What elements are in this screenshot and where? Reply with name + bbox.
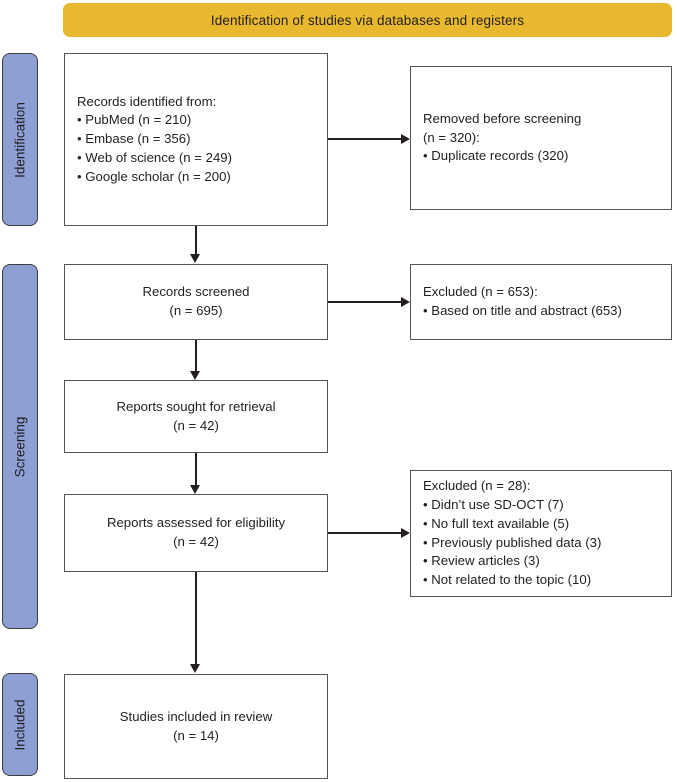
reports-assessed-label: Reports assessed for eligibility [106,515,286,531]
connector-assessed-to-included [195,572,197,664]
box-records-screened: Records screened (n = 695) [64,264,328,340]
banner-title: Identification of studies via databases … [210,12,525,28]
excluded-eligibility-item-sd-oct: • Didn’t use SD-OCT (7) [423,497,564,513]
studies-included-count: (n = 14) [173,727,219,743]
box-removed-before-screening-content: Removed before screening (n = 320): • Du… [411,110,671,166]
excluded-eligibility-item-not-related: • Not related to the topic (10) [423,571,592,587]
reports-sought-label: Reports sought for retrieval [116,398,276,414]
removed-before-heading: Removed before screening [423,110,582,126]
records-identified-item-google-scholar: • Google scholar (n = 200) [77,168,231,184]
excluded-screening-item-title-abstract: • Based on title and abstract (653) [423,303,622,318]
connector-screened-to-sought [195,340,197,371]
stage-label-identification: Identification [2,53,38,226]
connector-screened-to-excluded [328,301,401,303]
box-reports-sought-for-retrieval: Reports sought for retrieval (n = 42) [64,380,328,453]
records-identified-item-web-of-science: • Web of science (n = 249) [77,149,233,165]
box-studies-included-content: Studies included in review (n = 14) [65,708,327,745]
box-reports-assessed-for-eligibility: Reports assessed for eligibility (n = 42… [64,494,328,572]
arrowhead-sought-to-assessed [190,485,201,494]
box-excluded-screening: Excluded (n = 653): • Based on title and… [410,264,672,340]
stage-screening-text: Screening [12,416,28,477]
arrowhead-identified-to-screened [190,254,201,263]
box-records-identified: Records identified from: • PubMed (n = 2… [64,53,328,226]
arrowhead-screened-to-excluded [401,296,410,307]
records-identified-item-embase: • Embase (n = 356) [77,131,191,147]
connector-assessed-to-excluded [328,532,401,534]
reports-assessed-count: (n = 42) [173,534,219,549]
arrowhead-screened-to-sought [190,371,201,380]
connector-identified-to-screened [195,226,197,254]
records-identified-item-pubmed: • PubMed (n = 210) [77,112,192,128]
records-identified-heading: Records identified from: [77,93,217,109]
removed-before-item-duplicates: • Duplicate records (320) [423,148,569,164]
box-studies-included-in-review: Studies included in review (n = 14) [64,674,328,779]
excluded-eligibility-item-previously-published: • Previously published data (3) [423,534,602,550]
records-screened-label: Records screened [142,284,250,300]
box-removed-before-screening: Removed before screening (n = 320): • Du… [410,66,672,210]
studies-included-label: Studies included in review [119,708,273,724]
connector-sought-to-assessed [195,453,197,485]
reports-sought-count: (n = 42) [173,417,219,433]
box-excluded-eligibility: Excluded (n = 28): • Didn’t use SD-OCT (… [410,470,672,597]
excluded-eligibility-item-review-articles: • Review articles (3) [423,553,540,569]
box-excluded-eligibility-content: Excluded (n = 28): • Didn’t use SD-OCT (… [411,477,671,589]
removed-before-subheading: (n = 320): [423,129,480,145]
arrowhead-identified-to-removed [401,133,410,144]
arrowhead-assessed-to-included [190,664,201,673]
excluded-eligibility-heading: Excluded (n = 28): [423,478,531,494]
diagram-banner: Identification of studies via databases … [63,3,672,37]
box-reports-sought-content: Reports sought for retrieval (n = 42) [65,398,327,435]
excluded-screening-heading: Excluded (n = 653): [423,284,538,300]
box-records-identified-content: Records identified from: • PubMed (n = 2… [65,93,327,187]
box-excluded-screening-content: Excluded (n = 653): • Based on title and… [411,283,671,320]
box-reports-assessed-content: Reports assessed for eligibility (n = 42… [65,514,327,551]
box-records-screened-content: Records screened (n = 695) [65,283,327,320]
connector-identified-to-removed [328,138,401,140]
stage-label-included: Included [2,673,38,776]
arrowhead-assessed-to-excluded [401,527,410,538]
records-screened-count: (n = 695) [169,303,223,318]
stage-label-screening: Screening [2,264,38,629]
excluded-eligibility-item-no-full-text: • No full text available (5) [423,515,570,531]
stage-identification-text: Identification [12,101,28,178]
stage-included-text: Included [12,698,28,751]
